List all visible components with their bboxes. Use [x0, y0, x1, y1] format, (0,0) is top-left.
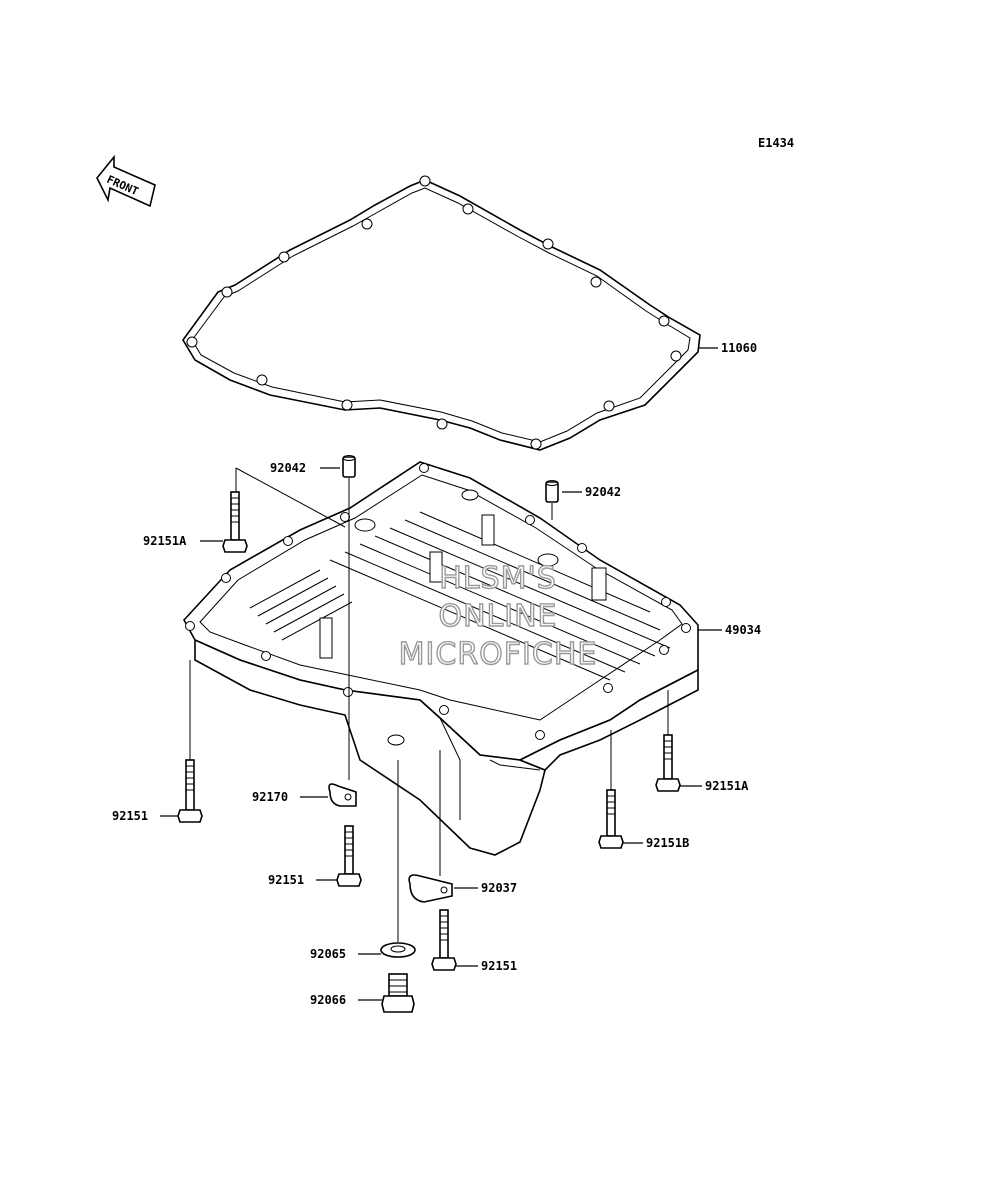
- bolt-92151-left[interactable]: [177, 759, 203, 823]
- callout-92151-center[interactable]: 92151: [268, 873, 304, 887]
- callout-92151a-right[interactable]: 92151A: [705, 779, 749, 793]
- dowel-pin-left[interactable]: [342, 455, 356, 478]
- watermark-line-1: HLSM'S: [439, 561, 557, 596]
- callout-49034[interactable]: 49034: [725, 623, 761, 637]
- oil-pan-gasket[interactable]: [182, 175, 701, 451]
- watermark-line-2: ONLINE: [438, 599, 557, 634]
- oil-pan[interactable]: [183, 461, 699, 856]
- callout-92170[interactable]: 92170: [252, 790, 288, 804]
- callout-92151a-left[interactable]: 92151A: [143, 534, 187, 548]
- bolt-92151-center[interactable]: [336, 825, 362, 887]
- clamp-92037[interactable]: [408, 874, 453, 903]
- washer-92065[interactable]: [380, 942, 416, 958]
- callout-92042-right[interactable]: 92042: [585, 485, 621, 499]
- callout-92151-left[interactable]: 92151: [112, 809, 148, 823]
- callout-92065[interactable]: 92065: [310, 947, 346, 961]
- front-arrow-icon: FRONT: [96, 154, 156, 208]
- callout-92037[interactable]: 92037: [481, 881, 517, 895]
- watermark: HLSM'S ONLINE MICROFICHE: [398, 560, 598, 672]
- dowel-pin-right[interactable]: [545, 480, 559, 503]
- drain-plug-92066[interactable]: [381, 973, 415, 1013]
- clamp-92170[interactable]: [328, 783, 357, 807]
- callout-92066[interactable]: 92066: [310, 993, 346, 1007]
- callout-92151-clamp[interactable]: 92151: [481, 959, 517, 973]
- callout-92042-left[interactable]: 92042: [270, 461, 306, 475]
- bolt-92151a-left[interactable]: [222, 491, 248, 553]
- callout-11060[interactable]: 11060: [721, 341, 757, 355]
- bolt-92151a-right[interactable]: [655, 734, 681, 792]
- watermark-line-3: MICROFICHE: [399, 637, 598, 672]
- callout-92151b[interactable]: 92151B: [646, 836, 689, 850]
- bolt-92151b[interactable]: [598, 789, 624, 849]
- bolt-92151-clamp[interactable]: [431, 909, 457, 971]
- diagram-code: E1434: [758, 136, 794, 150]
